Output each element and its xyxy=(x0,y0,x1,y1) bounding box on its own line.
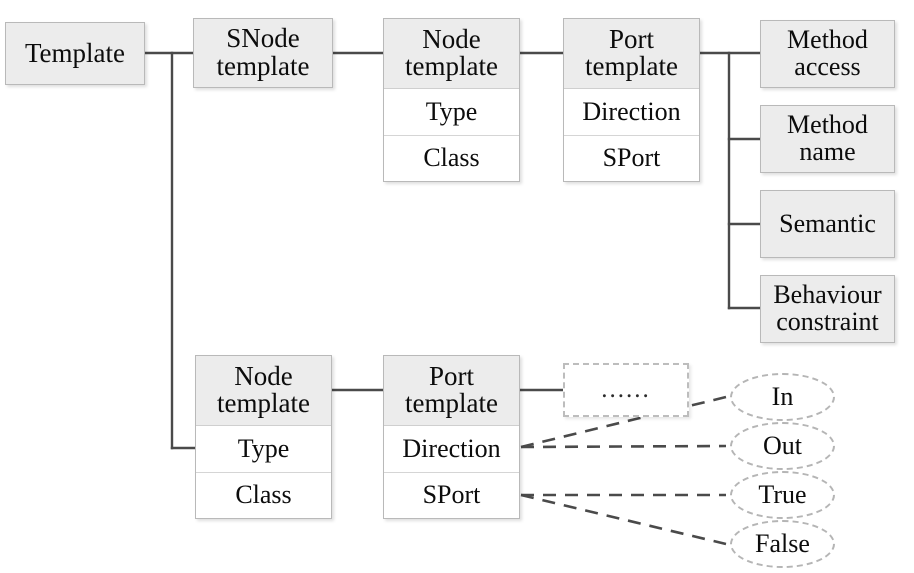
row-sport[interactable]: SPort xyxy=(384,472,519,519)
node-port-template-bottom[interactable]: Port template Direction SPort xyxy=(383,355,520,519)
node-port-template-top[interactable]: Port template Direction SPort xyxy=(563,18,700,182)
node-semantic[interactable]: Semantic xyxy=(760,190,895,258)
node-method-name[interactable]: Method name xyxy=(760,105,895,173)
node-label: Template xyxy=(24,37,126,68)
value-label: In xyxy=(771,382,794,411)
value-out[interactable]: Out xyxy=(730,422,835,470)
value-false[interactable]: False xyxy=(730,520,835,568)
node-label: Method name xyxy=(787,110,868,166)
value-label: True xyxy=(758,480,807,509)
value-label: False xyxy=(755,529,810,558)
ellipsis-label: ...... xyxy=(601,376,651,403)
edge-sport-to-false xyxy=(520,493,727,546)
node-header: Port template xyxy=(384,356,519,426)
node-node-template-top[interactable]: Node template Type Class xyxy=(383,18,520,182)
row-sport[interactable]: SPort xyxy=(564,135,699,182)
node-header: Node template xyxy=(196,356,331,426)
value-label: Out xyxy=(763,431,802,460)
node-label: Semantic xyxy=(779,208,876,238)
value-true[interactable]: True xyxy=(730,471,835,519)
node-node-template-bottom[interactable]: Node template Type Class xyxy=(195,355,332,519)
node-label: SNode template xyxy=(216,23,310,81)
node-header: Node template xyxy=(384,19,519,89)
node-behaviour-constraint[interactable]: Behaviour constraint xyxy=(760,275,895,343)
node-label: Behaviour constraint xyxy=(773,280,882,336)
value-in[interactable]: In xyxy=(730,373,835,421)
row-type[interactable]: Type xyxy=(196,425,331,473)
row-direction[interactable]: Direction xyxy=(384,425,519,473)
node-method-access[interactable]: Method access xyxy=(760,20,895,88)
node-template-root[interactable]: Template xyxy=(5,22,145,85)
node-snode-template[interactable]: SNode template xyxy=(193,18,333,88)
edge-direction-to-out xyxy=(520,444,727,449)
node-ellipsis-placeholder[interactable]: ...... xyxy=(563,363,689,417)
row-class[interactable]: Class xyxy=(384,135,519,182)
row-class[interactable]: Class xyxy=(196,472,331,519)
node-header: Port template xyxy=(564,19,699,89)
row-direction[interactable]: Direction xyxy=(564,88,699,136)
row-type[interactable]: Type xyxy=(384,88,519,136)
node-label: Method access xyxy=(787,25,868,81)
